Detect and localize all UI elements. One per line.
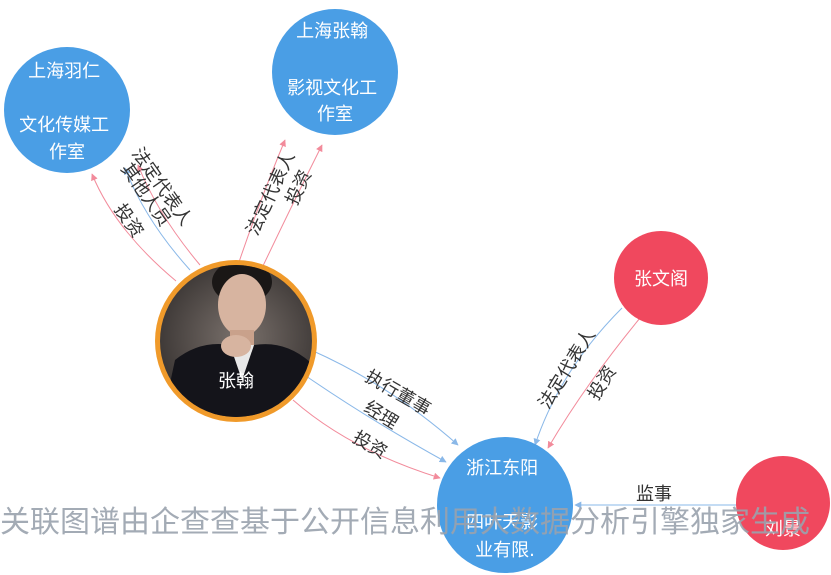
node-label: 上海张翰 影视文化工 作室 <box>287 21 383 125</box>
edge-line <box>261 144 323 269</box>
node-label: 上海羽仁 文化传媒工 作室 <box>19 61 115 163</box>
edge-line <box>137 164 201 266</box>
edge-line <box>533 307 623 446</box>
node-zhejiang-dongyang[interactable]: 浙江东阳 四叶天影 业有限. <box>437 437 573 573</box>
avatar <box>160 265 312 417</box>
node-shanghai-yuren[interactable]: 上海羽仁 文化传媒工 作室 <box>4 47 130 173</box>
edge-line <box>310 349 459 446</box>
node-liujing[interactable]: 刘景 <box>736 456 830 550</box>
node-label: 刘景 <box>765 519 801 540</box>
node-zhangwenge[interactable]: 张文阁 <box>614 231 708 325</box>
edge-line <box>123 167 191 271</box>
edge-label: 监事 <box>636 484 672 505</box>
node-label: 浙江东阳 四叶天影 业有限. <box>466 458 544 561</box>
node-shanghai-zhanghan-studio[interactable]: 上海张翰 影视文化工 作室 <box>272 9 398 135</box>
edge-layer <box>91 139 738 509</box>
edge-line <box>91 173 177 282</box>
watermark-footer: 关联图谱由企查查基于公开信息利用大数据分析引擎独家生成 <box>0 505 810 540</box>
node-label: 张文阁 <box>634 269 688 290</box>
node-label: 张翰 <box>218 371 254 392</box>
edge-line <box>292 399 441 480</box>
node-layer: 上海羽仁 文化传媒工 作室 上海张翰 影视文化工 作室 张文阁 刘景 <box>4 9 830 573</box>
edge-line <box>305 375 447 463</box>
edge-label: 投资 <box>349 427 391 463</box>
edge-line <box>547 317 641 449</box>
node-zhanghan-center[interactable]: 张翰 <box>150 260 330 430</box>
edge-label: 法定代表人 <box>535 325 601 412</box>
edge-label: 投资 <box>584 362 621 404</box>
edge-line <box>237 139 286 266</box>
